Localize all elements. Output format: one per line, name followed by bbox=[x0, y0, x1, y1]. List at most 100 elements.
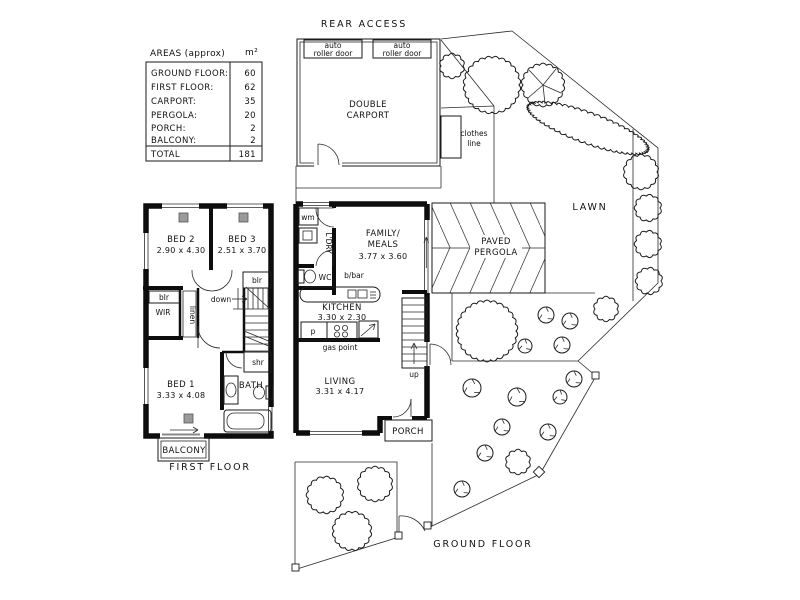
toilet-icon bbox=[253, 385, 274, 400]
roller-door-label: roller door bbox=[314, 49, 354, 58]
roller-door-label: roller door bbox=[383, 49, 423, 58]
shrub-tick bbox=[501, 418, 505, 424]
bed3-label: BED 3 bbox=[228, 235, 256, 245]
ff-outer-walls bbox=[143, 203, 274, 439]
stairs-down bbox=[233, 286, 272, 352]
shrub-tick bbox=[461, 480, 465, 486]
areas-table-unit: m² bbox=[245, 48, 258, 58]
shrub-tick bbox=[559, 389, 563, 395]
ceiling-marker bbox=[238, 212, 249, 223]
tree-icon bbox=[455, 299, 519, 363]
shrub-icon bbox=[453, 480, 471, 498]
stairs-up bbox=[401, 297, 428, 369]
tree-icon bbox=[357, 465, 393, 503]
carport-label: DOUBLE bbox=[349, 100, 387, 110]
boundary-lower-1 bbox=[539, 375, 597, 475]
vanity-icon bbox=[223, 375, 239, 405]
clothes-line-label: clothes bbox=[460, 129, 487, 138]
bed2-label: BED 2 bbox=[167, 235, 195, 245]
family-label: MEALS bbox=[368, 240, 399, 250]
shrub-tick bbox=[463, 387, 468, 393]
ground-floor-plan: PORCH wm L'DRY WC bbox=[293, 200, 452, 442]
tree-icon bbox=[439, 52, 465, 80]
tree-icon bbox=[623, 153, 659, 191]
living-label: LIVING bbox=[325, 377, 356, 387]
shrub-icon bbox=[507, 387, 527, 407]
tree-icon bbox=[593, 295, 619, 323]
ceiling-marker bbox=[183, 413, 194, 424]
tree-icon bbox=[305, 475, 344, 515]
tree-icon bbox=[633, 193, 662, 223]
area-total-label: TOTAL bbox=[150, 150, 180, 160]
tree-branch-lines bbox=[527, 68, 562, 105]
blr-label: blr bbox=[252, 276, 263, 285]
shrub-tick bbox=[562, 320, 567, 326]
area-row-value: 60 bbox=[244, 69, 256, 79]
area-row-label: FIRST FLOOR: bbox=[151, 83, 214, 93]
shrub-tick bbox=[547, 423, 551, 429]
fence-post bbox=[394, 531, 403, 540]
first-floor-plan: blr blr WIR linen down bbox=[142, 202, 275, 473]
down-arrow-head bbox=[241, 298, 248, 303]
area-row-label: BALCONY: bbox=[151, 136, 197, 146]
tree-icon bbox=[634, 266, 663, 296]
shrub-icon bbox=[493, 418, 511, 436]
clothes-line-icon bbox=[440, 115, 462, 159]
roller-door-label: auto bbox=[325, 41, 342, 50]
shrub-tick bbox=[561, 336, 565, 342]
fence-clothes-diag bbox=[440, 39, 495, 107]
kitchen-bench bbox=[299, 286, 381, 303]
roller-door-left-box bbox=[303, 39, 363, 59]
shrub-icon bbox=[561, 312, 579, 330]
first-floor-caption: FIRST FLOOR bbox=[169, 462, 251, 473]
areas-table: AREAS (approx) m² GROUND FLOOR: 60 FIRST… bbox=[145, 48, 263, 162]
bath-label: BATH bbox=[239, 381, 263, 391]
shrub-tick bbox=[494, 426, 499, 432]
cooktop-icon bbox=[326, 321, 358, 341]
shrub-tick bbox=[526, 348, 532, 350]
area-row-value: 35 bbox=[244, 97, 256, 107]
pantry-label: p bbox=[311, 327, 316, 336]
area-row-value: 2 bbox=[250, 136, 256, 146]
shrub-tick bbox=[566, 378, 571, 384]
shrub-tick bbox=[553, 396, 558, 401]
shower-box bbox=[243, 351, 272, 373]
fence-post bbox=[291, 563, 300, 572]
roller-door-label: auto bbox=[394, 41, 411, 50]
bed1-label: BED 1 bbox=[167, 380, 195, 390]
area-row-label: CARPORT: bbox=[151, 97, 196, 107]
shrub-icon bbox=[517, 338, 533, 354]
shrub-tick bbox=[573, 370, 577, 376]
linen-label: linen bbox=[188, 306, 197, 325]
bed2-robe bbox=[148, 290, 181, 304]
down-arrow-head bbox=[241, 295, 248, 300]
pergola-label: PAVED bbox=[481, 237, 511, 247]
shr-label: shr bbox=[252, 358, 265, 367]
gf-windows bbox=[303, 200, 431, 437]
bathtub-icon bbox=[223, 409, 272, 433]
hedge-icon bbox=[526, 100, 650, 156]
area-row-label: PORCH: bbox=[151, 124, 186, 134]
toilet-icon bbox=[297, 269, 316, 284]
shrub-tick bbox=[524, 338, 528, 344]
shrub-tick bbox=[561, 399, 567, 401]
down-label: down bbox=[211, 295, 231, 304]
lawn-label: LAWN bbox=[572, 202, 607, 213]
shrub-tick bbox=[471, 378, 476, 385]
carport-inner-line bbox=[299, 41, 438, 164]
shrub-icon bbox=[552, 389, 568, 405]
roller-door-right-box bbox=[372, 39, 432, 59]
garden-sw-diag bbox=[296, 536, 400, 570]
living-dims: 3.31 x 4.17 bbox=[316, 387, 365, 396]
area-row-value: 62 bbox=[244, 83, 256, 93]
area-row-label: GROUND FLOOR: bbox=[151, 69, 228, 79]
tree-icon bbox=[633, 229, 662, 259]
blr-label: blr bbox=[159, 293, 170, 302]
gf-laundry-door-arc bbox=[315, 207, 335, 228]
clothes-line-label: line bbox=[467, 139, 481, 148]
gate-arc bbox=[398, 515, 426, 532]
tree-icon bbox=[462, 55, 522, 115]
fridge-icon bbox=[358, 320, 379, 339]
shrub-icon bbox=[476, 444, 494, 462]
